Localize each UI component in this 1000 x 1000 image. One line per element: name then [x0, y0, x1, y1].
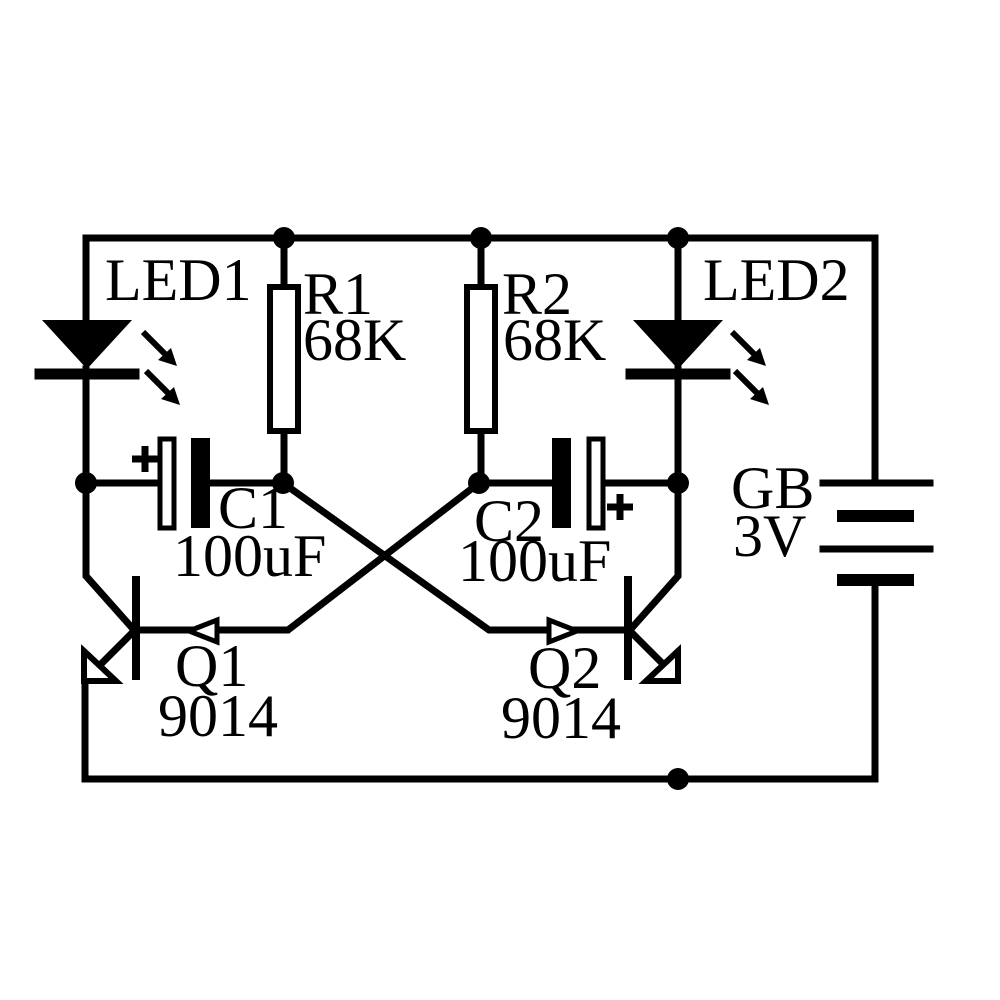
r1-designator-label: R1: [303, 261, 373, 327]
junction-dot: [470, 227, 492, 249]
led1-light-ray-icon: [143, 368, 180, 405]
r2-designator-label: R2: [502, 261, 572, 327]
c2-polarity-plus-icon: [607, 494, 633, 520]
junction-dot: [468, 472, 490, 494]
junction-dot: [75, 472, 97, 494]
labels: LED1 LED2 R1 68K R2 68K C1 100uF C2 100u…: [105, 247, 850, 751]
transistor-q2: [546, 576, 681, 684]
q2-base-arrow-icon: [546, 616, 584, 646]
q2-designator-label: Q2: [528, 635, 601, 701]
led2-anode-triangle-icon: [633, 320, 723, 369]
junction-dots: [75, 227, 689, 790]
q1-emitter-arrow-icon: [81, 644, 124, 684]
battery-voltage-label: 3V: [733, 503, 806, 569]
c2-value-label: 100uF: [458, 528, 611, 594]
bottom-rail-wire: [81, 576, 879, 783]
led2-light-ray-icon: [729, 329, 766, 366]
led1-to-q1-collector-wire: [82, 365, 139, 635]
led2-to-q2-collector-wire: [625, 365, 682, 635]
c1-positive-plate: [157, 436, 177, 531]
q1-designator-label: Q1: [175, 633, 248, 699]
c2-negative-plate: [552, 438, 571, 528]
r1-value-label: 68K: [303, 307, 406, 373]
led2-light-ray-icon: [732, 368, 769, 405]
c1-to-q2-base-wire: [278, 478, 632, 634]
r1-body: [267, 284, 301, 434]
c2-positive-plate: [586, 436, 606, 531]
battery-gb-symbol: [819, 479, 934, 586]
led2-symbol: [625, 320, 769, 405]
c1-negative-plate: [191, 438, 210, 528]
junction-dot: [667, 768, 689, 790]
led1-label: LED1: [105, 247, 252, 313]
battery-designator-label: GB: [731, 455, 814, 521]
c1-value-label: 100uF: [173, 523, 326, 589]
resistor-r2: [464, 284, 498, 434]
led2-label: LED2: [703, 247, 850, 313]
c2-designator-label: C2: [474, 488, 544, 554]
q2-emitter-arrow-icon: [638, 644, 681, 684]
q2-value-label: 9014: [501, 685, 621, 751]
q1-emitter-line: [95, 626, 139, 670]
r2-value-label: 68K: [503, 307, 606, 373]
led1-light-ray-icon: [140, 329, 177, 366]
q1-value-label: 9014: [158, 683, 278, 749]
capacitor-c2: [552, 436, 633, 531]
capacitor-c1: [132, 436, 210, 531]
led1-symbol: [34, 320, 180, 405]
junction-dot: [667, 472, 689, 494]
transistor-q1: [81, 576, 220, 684]
led1-anode-triangle-icon: [42, 320, 132, 369]
junction-dot: [272, 472, 294, 494]
junction-dot: [667, 227, 689, 249]
resistor-r1: [267, 284, 301, 434]
q2-emitter-line: [625, 626, 669, 670]
q1-base-arrow-icon: [182, 616, 220, 646]
c1-designator-label: C1: [218, 475, 288, 541]
junction-dot: [273, 227, 295, 249]
c1-polarity-plus-icon: [132, 446, 158, 472]
r2-body: [464, 284, 498, 434]
